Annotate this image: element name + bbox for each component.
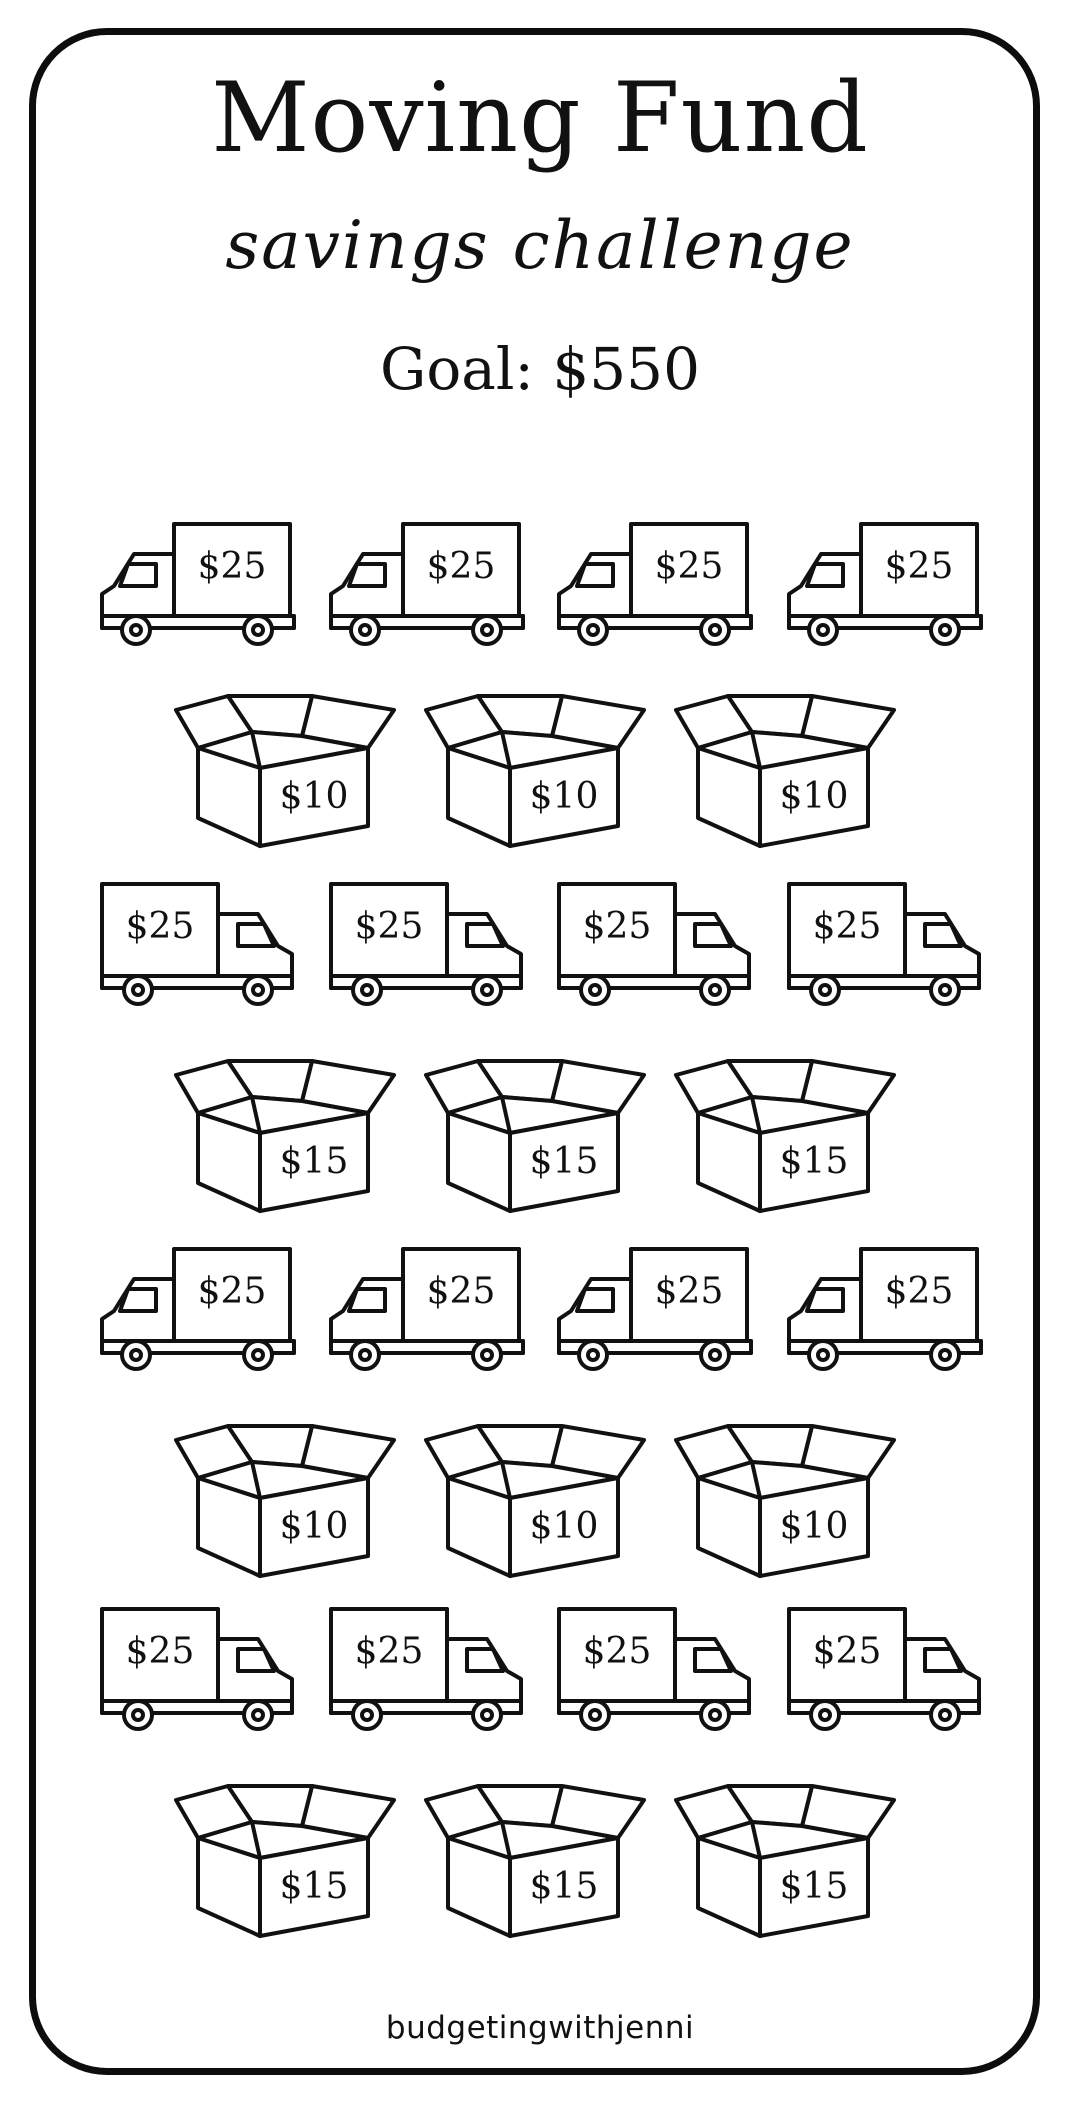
savings-amount: $25 — [884, 1271, 954, 1312]
savings-amount: $25 — [426, 546, 496, 587]
savings-amount: $10 — [279, 1506, 349, 1547]
card-frame — [29, 28, 1040, 2075]
savings-amount: $25 — [582, 1631, 652, 1672]
savings-amount: $25 — [654, 1271, 724, 1312]
savings-amount: $25 — [125, 906, 195, 947]
savings-amount: $10 — [279, 776, 349, 817]
savings-amount: $25 — [812, 1631, 882, 1672]
page-title: Moving Fund — [211, 62, 869, 174]
savings-amount: $15 — [779, 1866, 849, 1907]
savings-amount: $25 — [654, 546, 724, 587]
savings-amount: $25 — [354, 1631, 424, 1672]
savings-amount: $15 — [529, 1866, 599, 1907]
savings-amount: $15 — [529, 1141, 599, 1182]
savings-amount: $25 — [426, 1271, 496, 1312]
savings-amount: $25 — [884, 546, 954, 587]
savings-amount: $25 — [812, 906, 882, 947]
savings-amount: $25 — [197, 1271, 267, 1312]
savings-amount: $10 — [779, 1506, 849, 1547]
savings-amount: $10 — [529, 1506, 599, 1547]
savings-amount: $25 — [582, 906, 652, 947]
savings-amount: $10 — [529, 776, 599, 817]
page-subtitle: savings challenge — [225, 207, 855, 284]
savings-amount: $15 — [279, 1141, 349, 1182]
savings-amount: $25 — [125, 1631, 195, 1672]
savings-amount: $15 — [279, 1866, 349, 1907]
brand-footer: budgetingwithjenni — [385, 2010, 695, 2046]
savings-amount: $25 — [354, 906, 424, 947]
savings-amount: $25 — [197, 546, 267, 587]
goal-label: Goal: $550 — [380, 335, 700, 403]
savings-amount: $15 — [779, 1141, 849, 1182]
savings-amount: $10 — [779, 776, 849, 817]
